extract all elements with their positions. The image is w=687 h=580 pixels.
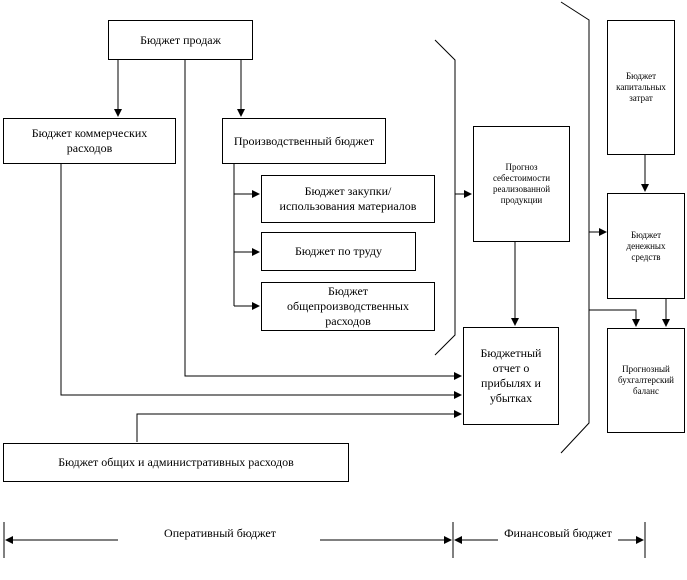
financial-bracket <box>560 1 590 454</box>
income-statement-box: Бюджетный отчет о прибылях и убытках <box>463 327 559 425</box>
overhead-budget-box: Бюджет общепроизводственных расходов <box>261 282 435 331</box>
commercial-expenses-box: Бюджет коммерческих расходов <box>3 118 176 164</box>
labor-budget-box: Бюджет по труду <box>261 232 416 271</box>
arrow-commercial-to-income <box>60 164 462 399</box>
production-budget-box: Производственный бюджет <box>222 118 386 164</box>
arrow-admin-to-income <box>136 410 462 442</box>
arrow-sales-to-income <box>184 60 462 380</box>
arrow-bracket-to-balance <box>589 309 640 327</box>
cash-budget-box: Бюджет денежных средств <box>607 193 685 299</box>
financial-budget-label: Финансовый бюджет <box>500 526 616 541</box>
forecast-balance-box: Прогнозный бухгалтерский баланс <box>607 328 685 433</box>
operating-bracket <box>434 39 456 356</box>
capex-budget-box: Бюджет капитальных затрат <box>607 20 675 155</box>
purchases-budget-box: Бюджет закупки/ использования материалов <box>261 175 435 223</box>
cogs-forecast-box: Прогноз себестоимости реализованной прод… <box>473 126 570 242</box>
operating-budget-label: Оперативный бюджет <box>122 526 318 541</box>
admin-expenses-box: Бюджет общих и административных расходов <box>3 443 349 482</box>
sales-budget-box: Бюджет продаж <box>108 20 253 60</box>
